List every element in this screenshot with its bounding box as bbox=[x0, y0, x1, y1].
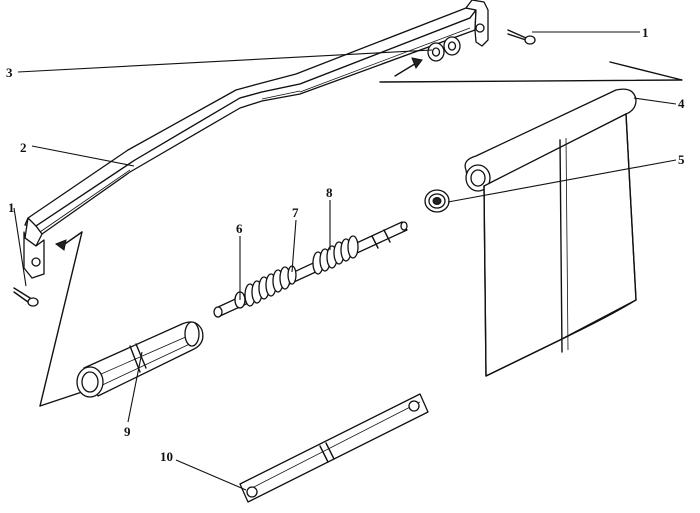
callout-4: 4 bbox=[678, 96, 685, 111]
callout-1-left: 1 bbox=[8, 200, 15, 215]
leader-lines bbox=[13, 31, 677, 491]
callout-1-top: 1 bbox=[642, 25, 649, 40]
callout-7: 7 bbox=[292, 205, 299, 220]
callout-5: 5 bbox=[678, 152, 685, 167]
callout-10: 10 bbox=[160, 449, 173, 464]
callout-numbers: 1 1 2 3 4 5 6 7 8 9 10 bbox=[6, 25, 685, 464]
assembly-arrow bbox=[379, 57, 683, 83]
bar-part bbox=[23, 0, 489, 279]
fabric-cover-part bbox=[464, 88, 637, 377]
callout-9: 9 bbox=[124, 424, 131, 439]
assembly-arrow bbox=[39, 231, 83, 407]
cotter-pin-part bbox=[507, 29, 536, 45]
flat-strap-part bbox=[239, 393, 429, 503]
spring-shaft-part bbox=[213, 221, 408, 318]
callout-6: 6 bbox=[236, 221, 243, 236]
callout-8: 8 bbox=[326, 185, 333, 200]
washer-part bbox=[427, 36, 461, 62]
spring-part bbox=[244, 265, 297, 307]
callout-2: 2 bbox=[20, 140, 27, 155]
cotter-pin-part bbox=[13, 287, 39, 307]
sleeve-tube-part bbox=[76, 321, 204, 398]
spring-part bbox=[312, 235, 359, 275]
callout-3: 3 bbox=[6, 65, 13, 80]
washer-part bbox=[424, 189, 450, 213]
